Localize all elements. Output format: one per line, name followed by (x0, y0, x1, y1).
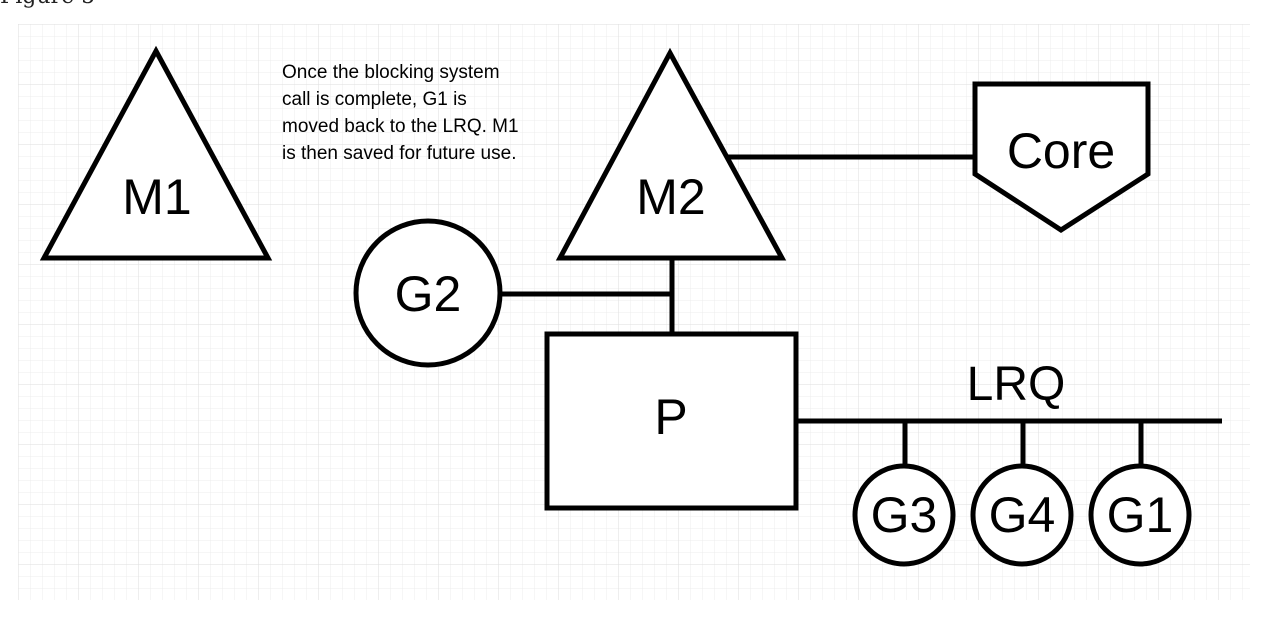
p-label: P (654, 389, 687, 445)
g3-label: G3 (871, 487, 938, 543)
m2-label: M2 (636, 169, 705, 225)
g2-circle (353, 218, 503, 368)
figure-label: Figure 5 (0, 0, 95, 9)
p-box (544, 331, 799, 511)
note-line-3: moved back to the LRQ. M1 (282, 116, 519, 137)
m2-triangle (555, 47, 787, 261)
g4-label: G4 (989, 487, 1056, 543)
g1-circle (1088, 463, 1192, 567)
m1-triangle (39, 45, 273, 261)
g3-circle (852, 463, 956, 567)
note-line-1: Once the blocking system (282, 62, 500, 83)
g2-label: G2 (395, 266, 462, 322)
note-line-2: call is complete, G1 is (282, 89, 467, 110)
core-label: Core (1007, 123, 1115, 179)
g1-label: G1 (1107, 487, 1174, 543)
lrq-label: LRQ (967, 358, 1066, 411)
m1-label: M1 (122, 169, 191, 225)
g4-circle (970, 463, 1074, 567)
core-pentagon (972, 81, 1151, 233)
note-line-4: is then saved for future use. (282, 143, 516, 164)
